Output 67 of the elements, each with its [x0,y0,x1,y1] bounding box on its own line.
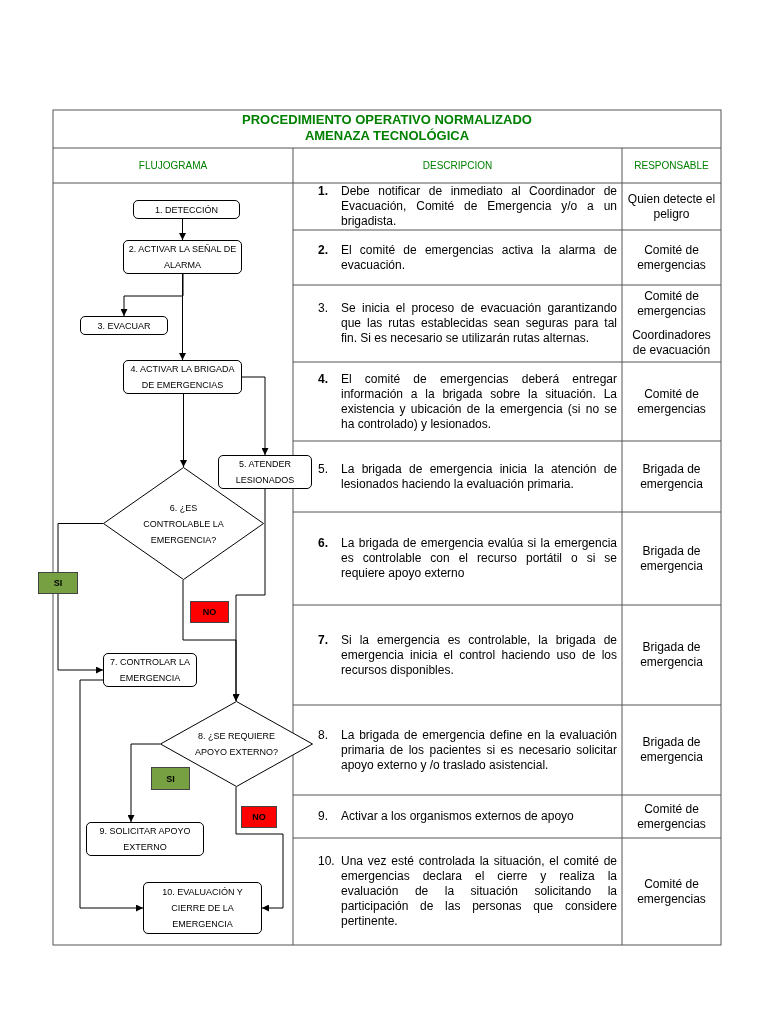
node-text: 5. ATENDER LESIONADOS [234,458,296,487]
node-text: 9. SOLICITAR APOYO EXTERNO [98,825,192,854]
row-number: 8. [318,726,329,744]
responsible-text: Brigada de emergencia [639,639,704,671]
responsible-text: Comité de emergencias [636,288,707,321]
arrow [235,786,284,912]
title: PROCEDIMIENTO OPERATIVO NORMALIZADO AMENAZA TECNOLÓGICA [241,112,533,145]
arrow [127,743,161,823]
arrow [120,273,184,317]
row-number: 5. [318,460,329,478]
process-box [80,316,168,335]
node-text: 3. EVACUAR [97,319,151,333]
arrow [79,679,144,912]
node-text: 7. CONTROLAR LA EMERGENCIA [109,656,191,685]
arrow [180,393,187,468]
arrow [179,273,186,361]
responsible-text: Comité de emergencias [636,875,707,908]
responsible-text: Brigada de emergencia [639,460,704,493]
process-box [218,455,312,489]
row-number: 2. [318,241,329,259]
row-number: 1. [318,183,329,200]
description-text: Debe notificar de inmediato al Coordinador de Evacuación, Comité de Emergencia y/o a un brigadista. [341,184,617,229]
responsible-text: Brigada de emergencia [639,542,704,575]
description-text: Si la emergencia es controlable, la brigada de emergencia inicia el control haciendo uso de los recursos disponibles. [341,631,617,679]
process-box [123,360,242,394]
row-number: 9. [318,808,329,825]
row-number: 10. [318,853,336,870]
responsible-text: Brigada de emergencia [639,734,704,766]
node-text: 1. DETECCIÓN [155,203,218,217]
edge-label: NO [190,601,229,623]
arrow [232,488,266,702]
column-header: FLUJOGRAMA [137,159,209,173]
node-text: 2. ACTIVAR LA SEÑAL DE ALARMA [127,243,238,272]
description-text: Activar a los organismos externos de apoyo [341,808,575,825]
responsible-text: Quien detecte el peligro [626,190,717,223]
row-number: 7. [318,631,329,649]
process-box [86,822,204,856]
row-number: 6. [318,535,329,552]
description-text: El comité de emergencias deberá entregar información a la brigada sobre la situación. La existencia y ubicación de la emergencia (si no se ha controlado) y lesionados. [341,370,617,433]
responsible-text: Comité de emergencias [636,800,707,833]
description-text: La brigada de emergencia define en la evaluación primaria de los pacientes si es necesario solicitar apoyo externo y /o traslado asistencial. [341,726,617,774]
description-text: Una vez esté controlada la situación, el comité de emergencias declara el cierre y realiza la evaluación de la situación solicitando la participación de las personas que considere pertinente. [341,853,617,930]
row-number: 3. [318,300,329,317]
description-text: El comité de emergencias activa la alarma de evacuación. [341,241,617,274]
node-text: 6. ¿ES CONTROLABLE LA EMERGENCIA? [142,501,225,547]
responsible-text: Comité de emergencias [636,241,707,274]
edge-label: NO [241,806,277,828]
arrow [241,376,269,456]
edge-label: SI [151,767,190,790]
process-box [133,200,240,219]
column-header: DESCRIPCION [421,159,494,173]
node-text: 4. ACTIVAR LA BRIGADA DE EMERGENCIAS [129,363,236,392]
description-text: La brigada de emergencia evalúa si la emergencia es controlable con el recurso portátil o si se requiere apoyo externo [341,535,617,582]
process-box [103,653,197,687]
responsible-text: Coordinadores de evacuación [631,326,712,359]
description-text: La brigada de emergencia inicia la atención de lesionados haciendo la evaluación primaria. [341,460,617,493]
arrow [57,523,104,674]
description-text: Se inicia el proceso de evacuación garantizando que las rutas establecidas sean seguras para tal fin. Si es necesario se utilizarán rutas alternas. [341,300,617,347]
node-text: 8. ¿SE REQUIERE APOYO EXTERNO? [194,730,279,759]
responsible-text: Comité de emergencias [636,385,707,418]
edge-label: SI [38,572,78,594]
process-box [143,882,262,934]
column-header: RESPONSABLE [633,159,710,173]
node-text: 10. EVALUACIÓN Y CIERRE DE LA EMERGENCIA [161,886,244,931]
arrow [179,218,186,241]
row-number: 4. [318,370,329,388]
decision-diamond [160,701,313,787]
